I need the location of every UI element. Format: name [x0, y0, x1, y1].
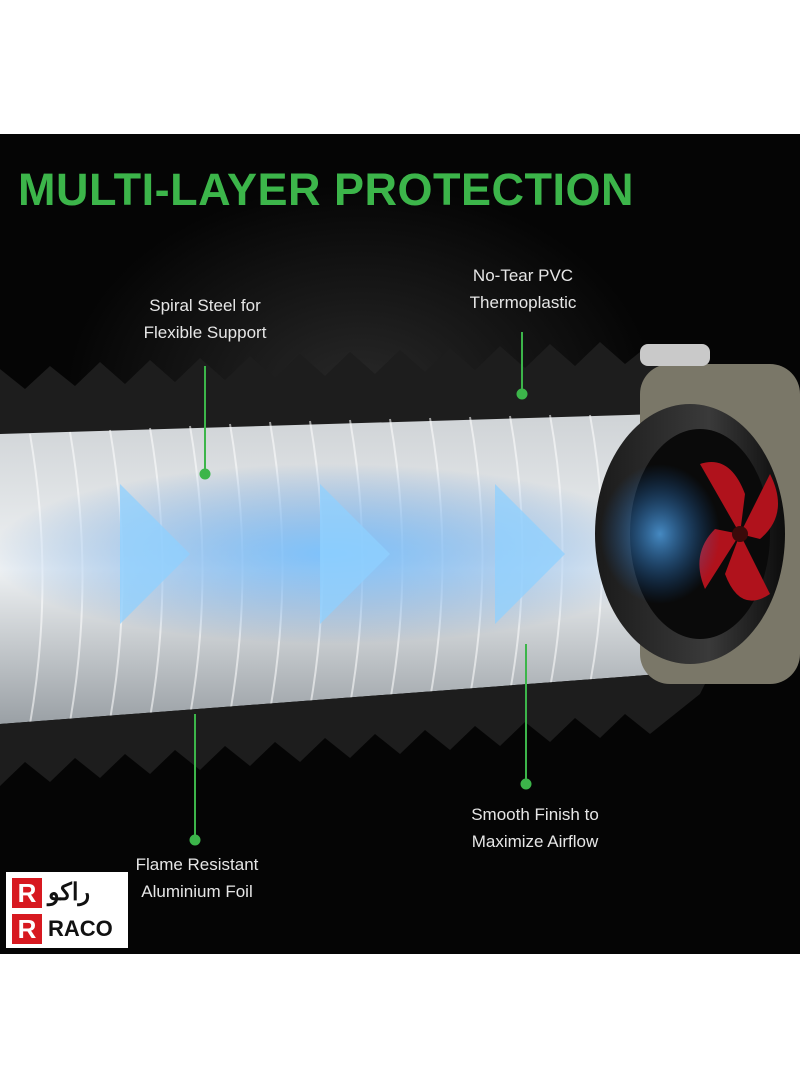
callout-smooth-finish: Smooth Finish to Maximize Airflow	[452, 801, 618, 855]
hero-panel: MULTI-LAYER PROTECTION Spiral Steel for …	[0, 134, 800, 954]
callout-line: Maximize Airflow	[471, 832, 599, 851]
callout-line: Flame Resistant	[135, 855, 259, 874]
callout-line: Spiral Steel for	[149, 296, 261, 315]
pvc-bottom-ridge	[0, 654, 720, 786]
logo-mark: R	[12, 914, 42, 944]
logo-mark: R	[12, 878, 42, 908]
hose-clamp	[640, 344, 710, 366]
duct-illustration	[0, 332, 800, 846]
logo-arabic-text: راكو	[48, 879, 91, 906]
logo-row-latin: R RACO	[12, 914, 124, 944]
fan-hub	[732, 526, 748, 542]
callout-pvc: No-Tear PVC Thermoplastic	[450, 262, 596, 316]
airflow-arrows	[120, 484, 565, 624]
callout-line: Smooth Finish to	[471, 805, 599, 824]
raco-logo: R راكو R RACO	[6, 872, 128, 948]
fan-blades	[699, 462, 778, 601]
callout-spiral-steel: Spiral Steel for Flexible Support	[130, 292, 280, 346]
callout-leaders	[189, 332, 532, 846]
page-title: MULTI-LAYER PROTECTION	[18, 164, 634, 215]
callout-line: No-Tear PVC	[472, 266, 574, 285]
callout-line: Thermoplastic	[469, 293, 577, 312]
callout-line: Aluminium Foil	[141, 882, 253, 901]
logo-latin-text: RACO	[48, 916, 113, 941]
fan-blue-glow	[600, 464, 720, 604]
callout-line: Flexible Support	[143, 323, 267, 342]
callout-aluminium-foil: Flame Resistant Aluminium Foil	[122, 851, 272, 905]
logo-row-arabic: R راكو	[12, 878, 124, 908]
